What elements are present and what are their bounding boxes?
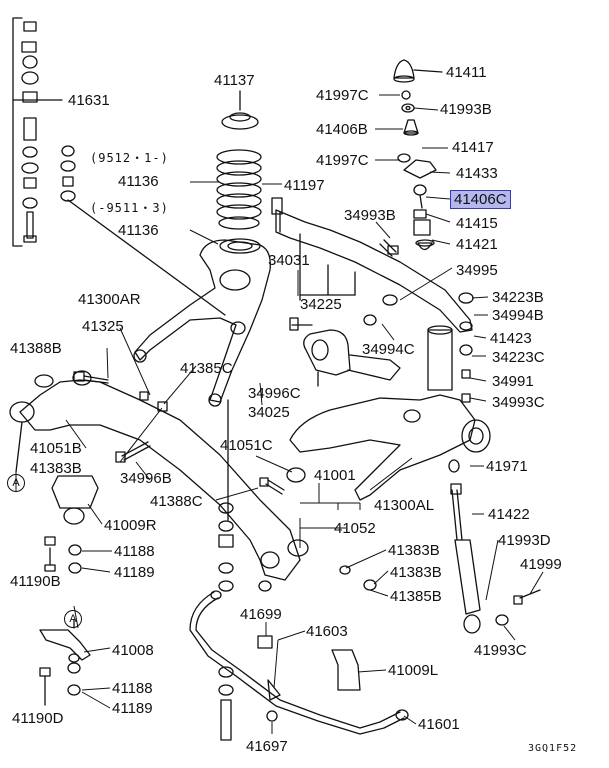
part-41406b[interactable]: 41406B bbox=[316, 121, 368, 138]
part-34223b[interactable]: 34223B bbox=[492, 289, 544, 306]
part-34993c[interactable]: 34993C bbox=[492, 394, 545, 411]
part-41603[interactable]: 41603 bbox=[306, 623, 348, 640]
part-41388c[interactable]: 41388C bbox=[150, 493, 203, 510]
part-41136-upper[interactable]: 41136 bbox=[118, 173, 159, 190]
part-41136-lower[interactable]: 41136 bbox=[118, 222, 159, 239]
reference-marker-a-left: A bbox=[7, 474, 25, 492]
part-41417[interactable]: 41417 bbox=[452, 139, 494, 156]
part-41188-upper[interactable]: 41188 bbox=[114, 543, 155, 560]
part-41423[interactable]: 41423 bbox=[490, 330, 532, 347]
part-34993b[interactable]: 34993B bbox=[344, 207, 396, 224]
bump-stop-stack bbox=[393, 59, 443, 251]
part-41433[interactable]: 41433 bbox=[456, 165, 498, 182]
part-41422[interactable]: 41422 bbox=[488, 506, 530, 523]
part-41997c-upper[interactable]: 41997C bbox=[316, 87, 369, 104]
part-41993c[interactable]: 41993C bbox=[474, 642, 527, 659]
part-41993d[interactable]: 41993D bbox=[498, 532, 551, 549]
part-41051b[interactable]: 41051B bbox=[30, 440, 82, 457]
part-41189-upper[interactable]: 41189 bbox=[114, 564, 155, 581]
part-41052[interactable]: 41052 bbox=[334, 520, 376, 537]
part-41137[interactable]: 41137 bbox=[214, 72, 255, 89]
part-41415[interactable]: 41415 bbox=[456, 215, 498, 232]
part-41009r[interactable]: 41009R bbox=[104, 517, 157, 534]
shock-absorber bbox=[427, 325, 481, 634]
part-41188-lower[interactable]: 41188 bbox=[112, 680, 153, 697]
upper-arm-right bbox=[133, 239, 271, 407]
part-41421[interactable]: 41421 bbox=[456, 236, 498, 253]
part-41325[interactable]: 41325 bbox=[82, 318, 124, 335]
part-41631[interactable]: 41631 bbox=[68, 92, 110, 109]
bolt-kit-41631 bbox=[12, 17, 63, 247]
part-41190d[interactable]: 41190D bbox=[12, 710, 64, 727]
part-41993b[interactable]: 41993B bbox=[440, 101, 492, 118]
part-34223c[interactable]: 34223C bbox=[492, 349, 545, 366]
washer-stack bbox=[60, 145, 226, 316]
drawing-code: 3GQ1F52 bbox=[528, 743, 578, 754]
part-41999[interactable]: 41999 bbox=[520, 556, 562, 573]
part-41051c[interactable]: 41051C bbox=[220, 437, 273, 454]
crossmember bbox=[271, 197, 474, 333]
part-34991[interactable]: 34991 bbox=[492, 373, 534, 390]
stabilizer-link-column bbox=[218, 399, 234, 741]
part-41406c-highlighted[interactable]: 41406C bbox=[450, 190, 511, 209]
bracket-41009r bbox=[51, 475, 99, 525]
part-41383b-left[interactable]: 41383B bbox=[30, 460, 82, 477]
part-41197[interactable]: 41197 bbox=[284, 177, 325, 194]
reference-marker-a-bracket: A bbox=[64, 610, 82, 628]
part-41383b-right-lower[interactable]: 41383B bbox=[390, 564, 442, 581]
part-34225[interactable]: 34225 bbox=[300, 296, 342, 313]
date-range-from: (9512・1-) bbox=[90, 151, 169, 165]
stabilizer-bar bbox=[189, 590, 409, 735]
part-34994c[interactable]: 34994C bbox=[362, 341, 415, 358]
coil-spring bbox=[216, 90, 262, 254]
part-41385c[interactable]: 41385C bbox=[180, 360, 233, 377]
part-41383b-right-upper[interactable]: 41383B bbox=[388, 542, 440, 559]
part-41300ar[interactable]: 41300AR bbox=[78, 291, 141, 308]
part-41189-lower[interactable]: 41189 bbox=[112, 700, 153, 717]
part-41300al[interactable]: 41300AL bbox=[374, 497, 435, 514]
lower-arm-left bbox=[289, 394, 491, 501]
bracket-41008 bbox=[39, 619, 91, 706]
part-41009l[interactable]: 41009L bbox=[388, 662, 439, 679]
part-34994b[interactable]: 34994B bbox=[492, 307, 544, 324]
date-range-to: (-9511・3) bbox=[90, 201, 169, 215]
part-41997c-lower[interactable]: 41997C bbox=[316, 152, 369, 169]
part-41411[interactable]: 41411 bbox=[446, 64, 487, 81]
part-34996b[interactable]: 34996B bbox=[120, 470, 172, 487]
diff-mount bbox=[303, 329, 401, 387]
part-41971[interactable]: 41971 bbox=[486, 458, 528, 475]
part-34995[interactable]: 34995 bbox=[456, 262, 498, 279]
part-41388b[interactable]: 41388B bbox=[10, 340, 62, 357]
part-34031[interactable]: 34031 bbox=[268, 252, 310, 269]
part-41601[interactable]: 41601 bbox=[418, 716, 460, 733]
part-41190b[interactable]: 41190B bbox=[10, 573, 61, 590]
part-34996c[interactable]: 34996C bbox=[248, 385, 301, 402]
part-41699[interactable]: 41699 bbox=[240, 606, 282, 623]
part-41008[interactable]: 41008 bbox=[112, 642, 154, 659]
part-41385b[interactable]: 41385B bbox=[390, 588, 442, 605]
part-41697[interactable]: 41697 bbox=[246, 738, 288, 755]
part-41001[interactable]: 41001 bbox=[314, 467, 356, 484]
part-34025[interactable]: 34025 bbox=[248, 404, 290, 421]
